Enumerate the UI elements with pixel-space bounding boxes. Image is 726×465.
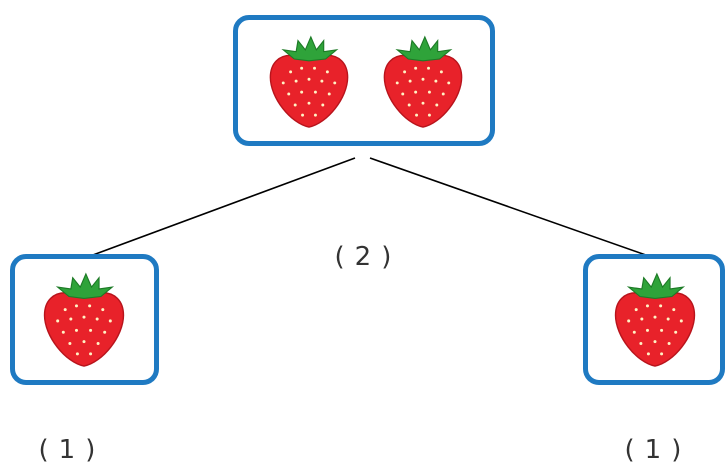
open-paren: ( [334,242,345,272]
close-paren: ) [85,435,96,465]
connector-lines [73,157,661,263]
close-paren: ) [671,435,682,465]
total-count-value: 2 [354,242,372,272]
open-paren: ( [624,435,635,465]
total-count-label: ( 2 ) [318,212,392,272]
left-count-label: ( 1 ) [22,405,96,465]
right-count-label: ( 1 ) [608,405,682,465]
strawberry-icon [608,267,702,373]
strawberry-icon [377,30,469,134]
total-group-box [233,15,495,146]
left-count-value: 1 [58,435,76,465]
connector-line-right [369,157,661,261]
right-part-box [583,254,725,385]
open-paren: ( [38,435,49,465]
strawberry-icon [37,267,131,373]
right-count-value: 1 [644,435,662,465]
close-paren: ) [381,242,392,272]
connector-line-left [73,157,356,263]
left-part-box [10,254,159,385]
strawberry-icon [263,30,355,134]
